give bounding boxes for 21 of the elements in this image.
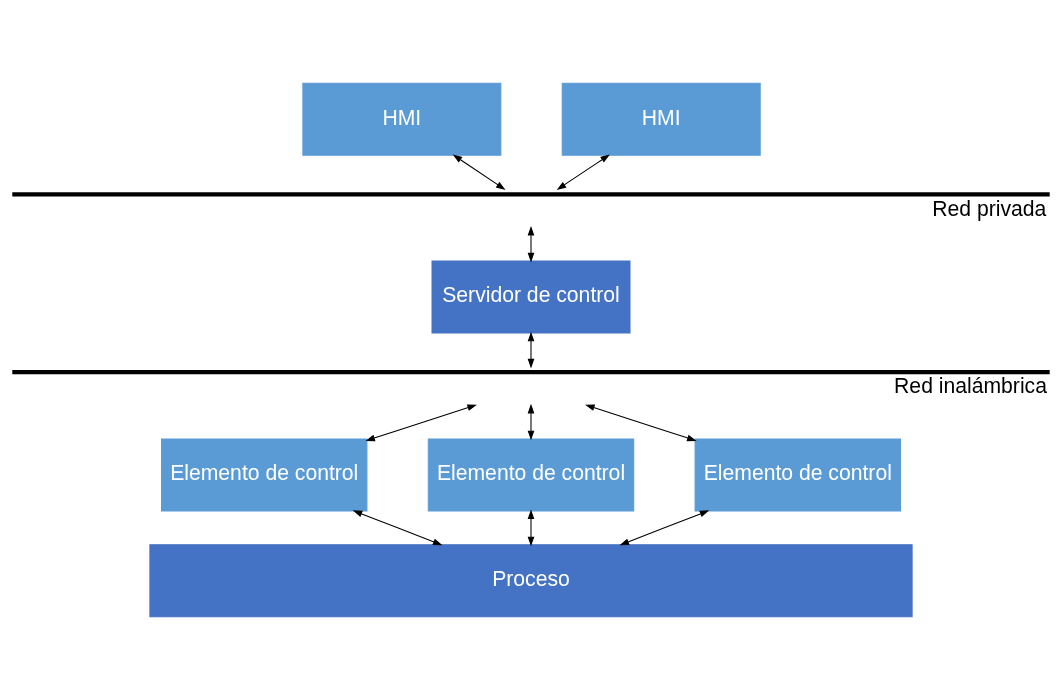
arrow [556,154,610,190]
arrow [585,404,697,442]
arrow [619,510,710,546]
node-box [12,370,1050,375]
node-box: Proceso [149,544,913,618]
arrow [352,510,443,546]
node-box: Servidor de control [431,260,631,334]
arrow [527,509,535,547]
node-box: Elemento de control [161,438,368,512]
arrow [365,404,477,442]
node-box: HMI [561,82,761,156]
arrow [527,331,535,369]
arrow [452,154,506,190]
arrow [527,226,535,263]
node-label: Red privada [932,196,1047,220]
node-box: Elemento de control [694,438,901,512]
arrow [527,403,535,441]
node-box [12,192,1050,197]
node-label: Red inalámbrica [894,374,1047,398]
node-box: HMI [302,82,502,156]
node-box: Elemento de control [427,438,635,512]
